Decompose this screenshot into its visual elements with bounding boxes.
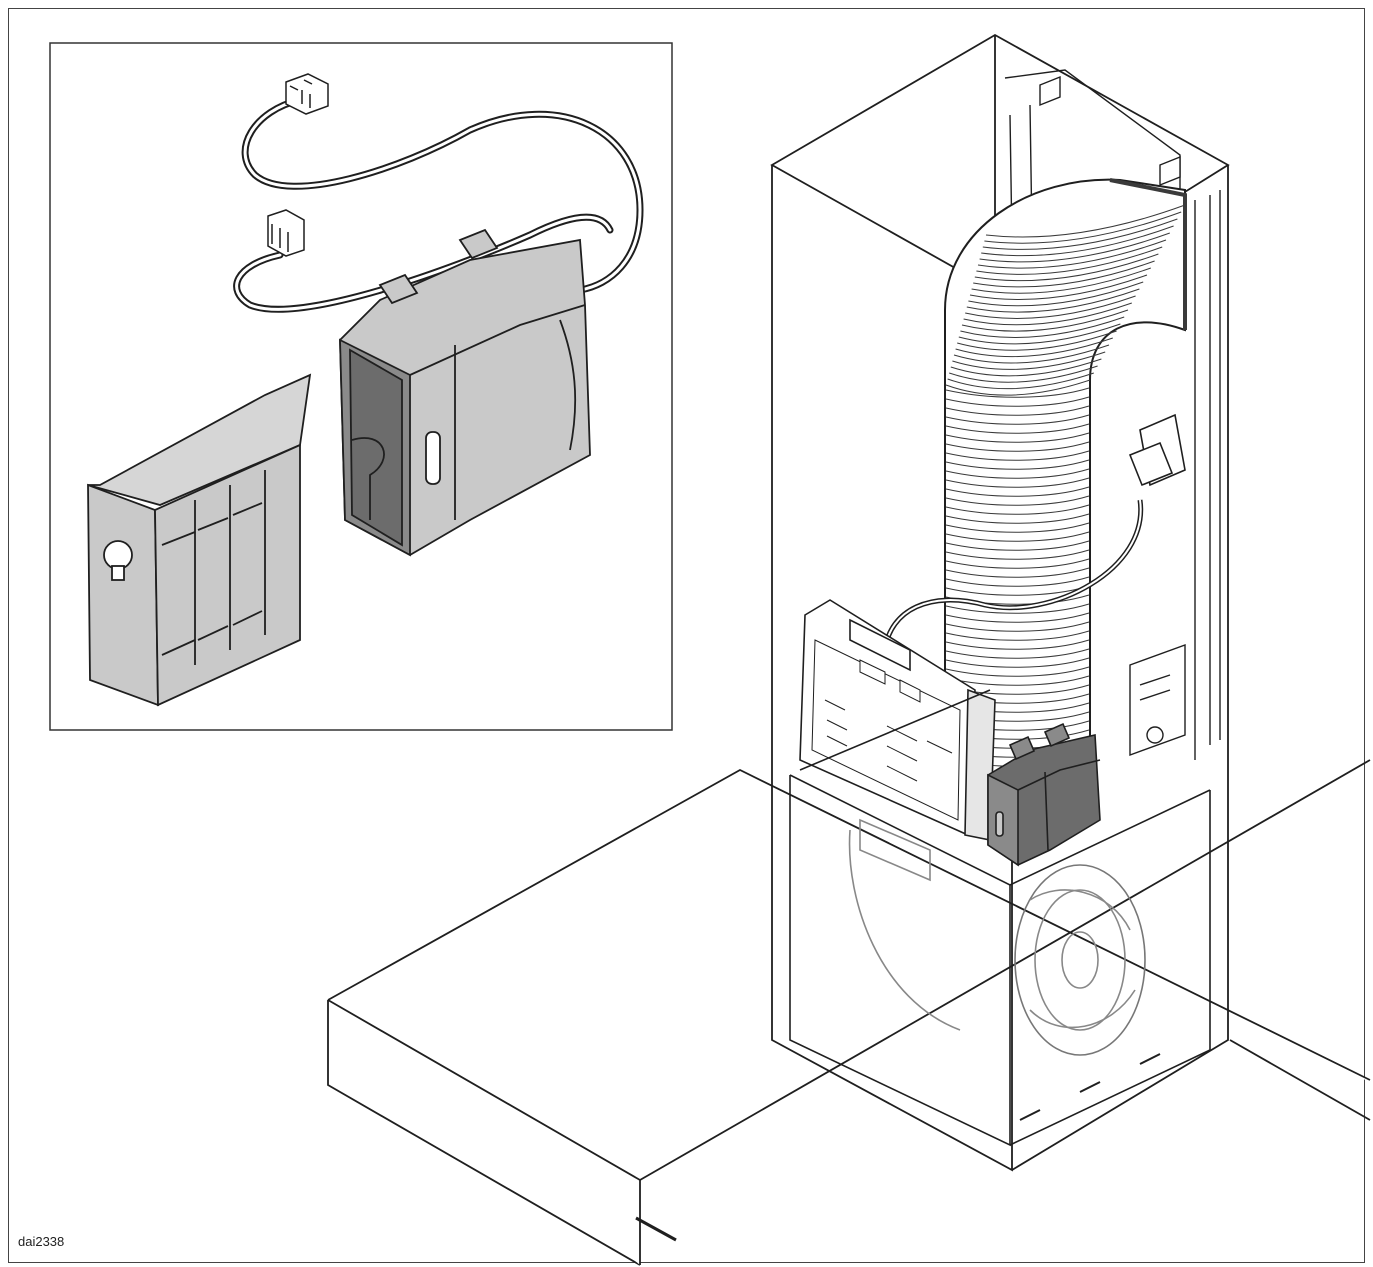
hose-rib bbox=[982, 218, 1178, 250]
relay-module bbox=[987, 722, 1101, 867]
hose-rib bbox=[960, 316, 1125, 338]
hose-rib bbox=[945, 567, 1090, 578]
inset-detail bbox=[49, 42, 673, 731]
side-bracket bbox=[1129, 644, 1186, 756]
hose-rib bbox=[945, 414, 1090, 425]
hose-rib bbox=[945, 441, 1090, 452]
hose-rib bbox=[945, 432, 1090, 443]
hose-rib bbox=[945, 423, 1090, 434]
connector-middle bbox=[267, 209, 305, 257]
hose-rib bbox=[981, 225, 1174, 257]
hose-rib bbox=[945, 396, 1090, 407]
hose-rib bbox=[966, 288, 1140, 313]
figure-frame bbox=[8, 8, 1365, 1263]
hose-rib bbox=[945, 504, 1090, 515]
hose-rib bbox=[945, 585, 1090, 596]
hose-rib bbox=[945, 549, 1090, 560]
hose-rib bbox=[984, 211, 1182, 244]
hose-rib bbox=[974, 253, 1159, 282]
hose-rib bbox=[945, 531, 1090, 542]
hose-rib bbox=[955, 337, 1113, 358]
hose-rib bbox=[945, 459, 1090, 470]
hose-rib bbox=[963, 302, 1132, 326]
cable-harness bbox=[233, 96, 644, 313]
hose-collar bbox=[1109, 178, 1187, 330]
hose-rib bbox=[973, 260, 1155, 288]
hose-rib bbox=[945, 648, 1090, 659]
hose-rib bbox=[953, 344, 1110, 364]
wall-socket bbox=[882, 413, 1186, 651]
hose-rib bbox=[945, 405, 1090, 416]
connector-top bbox=[285, 73, 329, 115]
hose-rib bbox=[945, 639, 1090, 650]
hose-rib bbox=[958, 323, 1121, 345]
hose-rib bbox=[945, 379, 1091, 396]
hose-rib bbox=[965, 295, 1136, 319]
hose-rib bbox=[945, 522, 1090, 533]
hose-rib bbox=[945, 477, 1090, 488]
hose-rib bbox=[945, 495, 1090, 506]
hose-rib bbox=[950, 358, 1102, 377]
hose-rib bbox=[945, 621, 1090, 632]
hose-rib bbox=[945, 558, 1090, 569]
hose-rib bbox=[945, 387, 1090, 398]
hose-rib bbox=[952, 351, 1106, 370]
hose-rib bbox=[945, 630, 1090, 641]
hose-rib bbox=[945, 666, 1090, 677]
hose-rib bbox=[945, 513, 1090, 524]
hose-rib bbox=[977, 239, 1167, 269]
hose-rib bbox=[979, 232, 1170, 263]
hose-rib bbox=[968, 281, 1144, 307]
hose-rib bbox=[945, 657, 1090, 668]
hose-rib bbox=[947, 372, 1094, 390]
hose-rib bbox=[961, 309, 1129, 332]
hose-rib bbox=[945, 603, 1090, 614]
hose-rib bbox=[945, 612, 1090, 623]
cover-plate bbox=[87, 373, 312, 707]
hose-rib bbox=[957, 330, 1117, 351]
hose-rib bbox=[945, 540, 1090, 551]
fan-housing bbox=[789, 689, 1211, 1147]
hose-rib bbox=[945, 486, 1090, 497]
figure-id-label: dai2338 bbox=[18, 1234, 65, 1249]
hose-rib bbox=[969, 274, 1148, 300]
hose-rib bbox=[945, 576, 1090, 587]
hose-rib bbox=[976, 246, 1163, 275]
floor-slab bbox=[327, 759, 1371, 1266]
hose-rib bbox=[985, 204, 1186, 238]
hose-rib bbox=[949, 365, 1098, 383]
hose-rib bbox=[945, 468, 1090, 479]
hose-rib bbox=[945, 450, 1090, 461]
module-housing bbox=[339, 228, 591, 557]
control-board bbox=[799, 599, 996, 841]
hose-rib bbox=[971, 267, 1151, 294]
